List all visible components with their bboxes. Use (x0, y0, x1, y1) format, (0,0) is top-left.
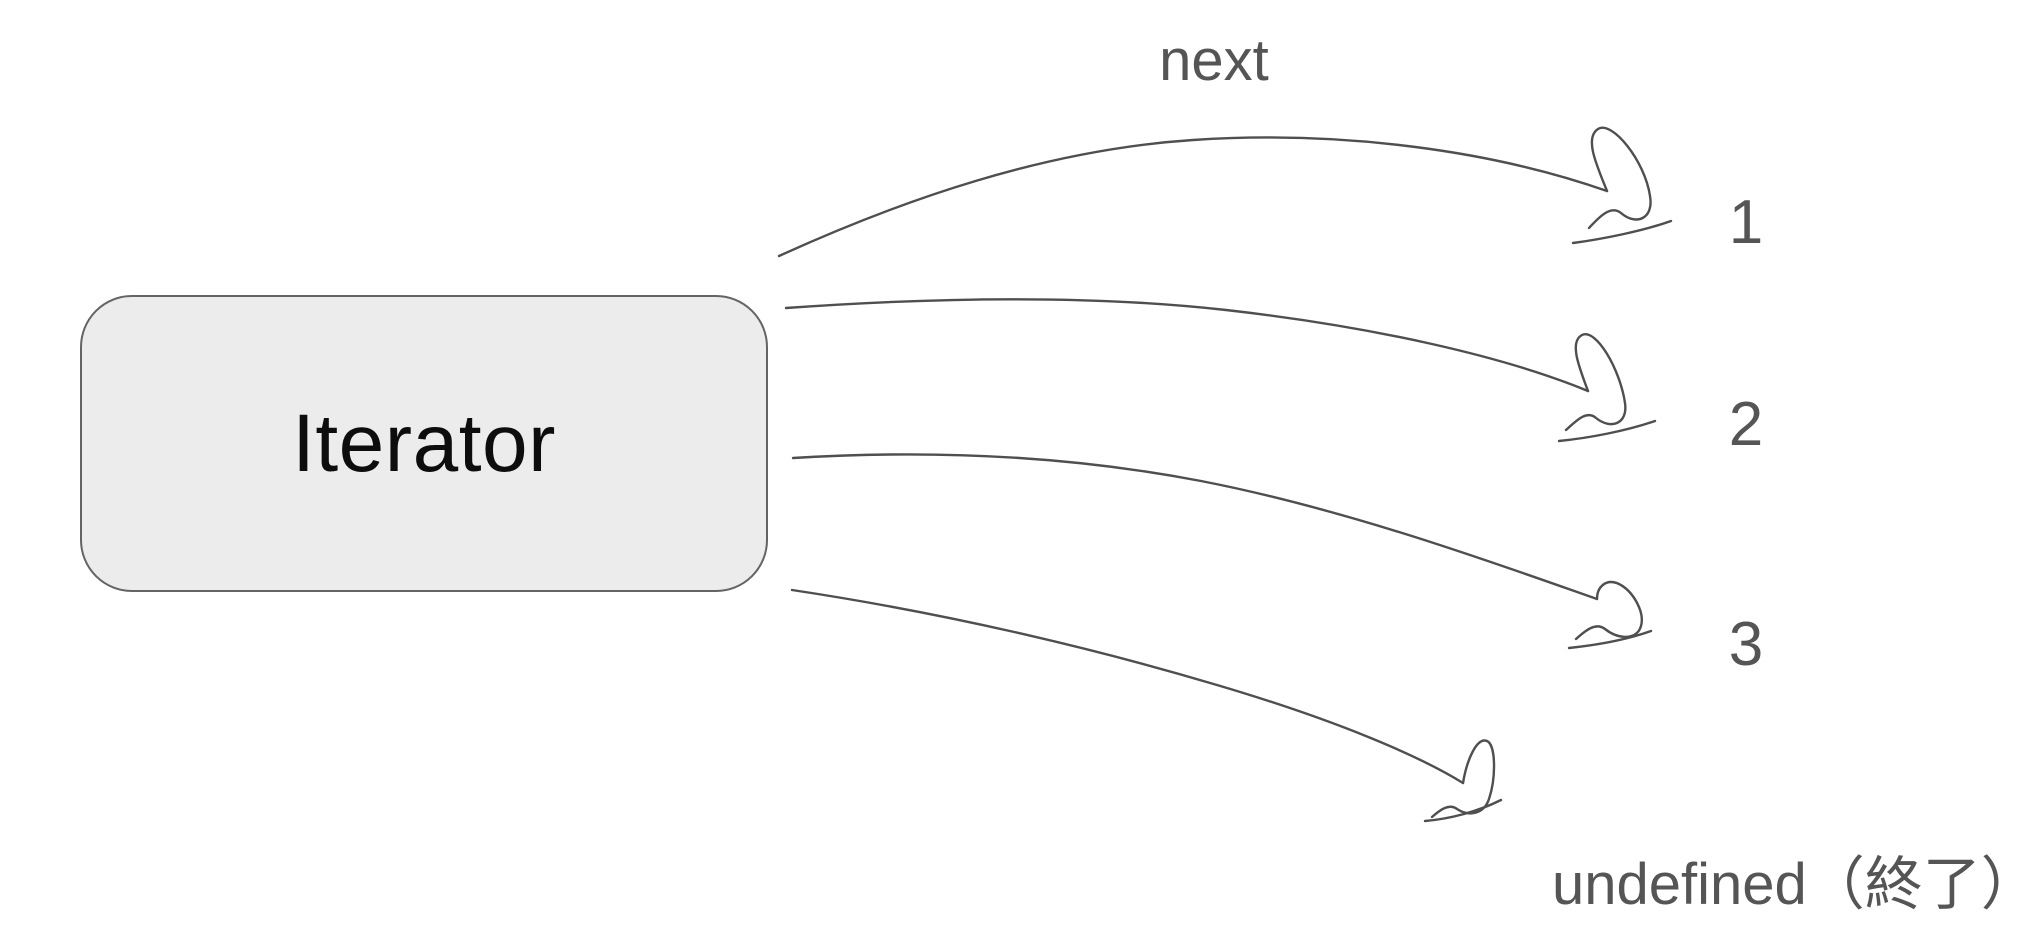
iterator-node-label: Iterator (292, 397, 556, 489)
arrow-curve (791, 453, 1599, 601)
next-arrow-2 (784, 298, 1657, 443)
next-method-label: next (1159, 28, 1269, 93)
result-label-3: 3 (1728, 610, 1764, 679)
scribble-arrowhead-icon (1564, 333, 1627, 432)
arrowhead-flourish (1423, 798, 1503, 823)
arrowhead-flourish (1571, 219, 1673, 245)
iterator-node: Iterator (80, 295, 768, 592)
result-label-undefined: undefined（終了） (1552, 852, 2025, 917)
arrow-curve (784, 298, 1590, 393)
arrowhead-flourish (1557, 419, 1657, 443)
result-label-2: 2 (1728, 390, 1764, 459)
arrow-curve (790, 588, 1465, 785)
arrowhead-flourish (1567, 629, 1653, 650)
scribble-arrowhead-icon (1574, 580, 1643, 641)
arrow-curve (777, 136, 1609, 258)
next-arrow-1 (777, 126, 1673, 258)
next-arrow-3 (791, 453, 1653, 650)
scribble-arrowhead-icon (1587, 126, 1652, 230)
scribble-arrowhead-icon (1430, 739, 1496, 819)
result-label-1: 1 (1728, 188, 1764, 257)
next-arrow-4 (790, 588, 1503, 823)
